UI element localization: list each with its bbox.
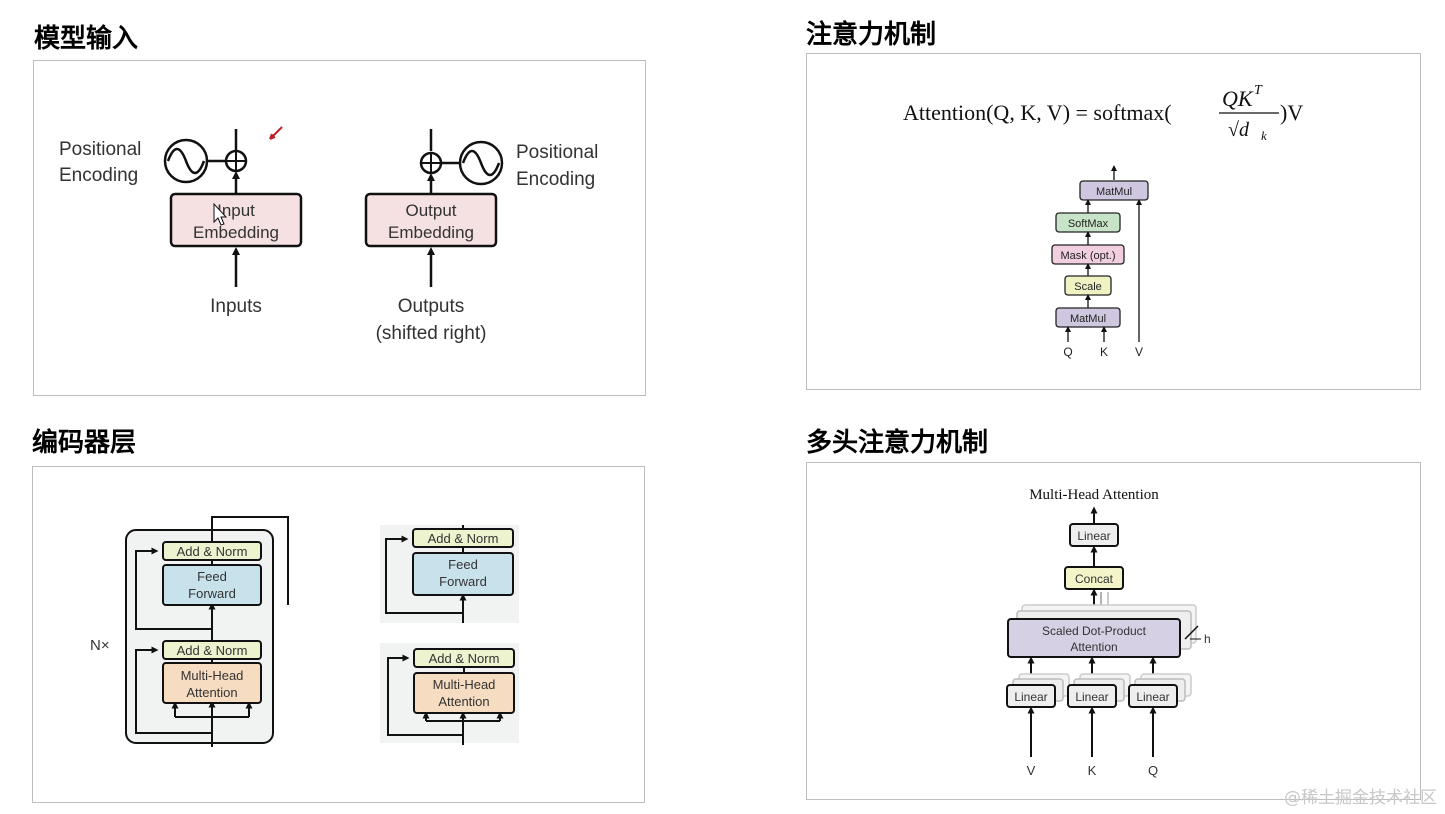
left-pe-label-line2: Encoding [59, 165, 138, 186]
nx-label: N× [90, 637, 110, 654]
formula-superscript: T [1254, 83, 1263, 98]
right-sine-wave-icon [458, 140, 504, 186]
matmul-bottom-label: MatMul [1070, 313, 1106, 325]
linear-k-label: Linear [1075, 690, 1108, 704]
pen-icon [269, 126, 283, 140]
formula-numerator: QK [1222, 86, 1254, 111]
formula-subscript: k [1261, 128, 1267, 143]
linear-q-label: Linear [1136, 690, 1169, 704]
heading-multihead-attention: 多头注意力机制 [806, 428, 989, 458]
sdpa-line2: Attention [1070, 640, 1117, 654]
input-embedding-line1: Input [217, 201, 255, 220]
matmul-bottom-block [1055, 307, 1121, 328]
attn-sublayer-add-norm [413, 648, 515, 668]
heading-attention: 注意力机制 [806, 20, 937, 50]
input-diagram: Positional Encoding Input Embedding Inpu… [59, 126, 598, 344]
output-embedding-line2: Embedding [388, 223, 474, 242]
attn-sublayer-add-norm-label: Add & Norm [429, 651, 500, 666]
ff-sublayer-add-norm-label: Add & Norm [428, 531, 499, 546]
encoder-block-outline [125, 529, 274, 744]
ff-sublayer-ff-line1: Feed [448, 557, 478, 572]
outputs-label-line1: Outputs [398, 296, 465, 317]
attn-sublayer-mha-line1: Multi-Head [433, 677, 496, 692]
concat-label: Concat [1075, 572, 1114, 586]
mha-input-v: V [1027, 763, 1036, 778]
panel-attention: Attention(Q, K, V) = softmax( QK T √d k … [806, 53, 1421, 390]
input-embedding-box [169, 192, 303, 248]
input-q-label: Q [1063, 345, 1072, 359]
encoder-ff-line1: Feed [197, 569, 227, 584]
encoder-mha-line2: Attention [186, 685, 237, 700]
mha-diagram-title: Multi-Head Attention [1029, 487, 1159, 503]
input-embedding-line2: Embedding [193, 223, 279, 242]
input-k-label: K [1100, 345, 1108, 359]
matmul-top-block [1079, 180, 1149, 201]
panel-multihead-attention: Multi-Head Attention Linear Concat Scale… [806, 462, 1421, 800]
encoder-diagram: N× Multi-Head Attention Add & Norm Feed … [90, 516, 519, 747]
panel-model-input: Positional Encoding Input Embedding Inpu… [33, 60, 646, 396]
input-v-label: V [1135, 345, 1143, 359]
attention-diagram: Attention(Q, K, V) = softmax( QK T √d k … [903, 83, 1303, 359]
mha-input-q: Q [1148, 763, 1158, 778]
matmul-top-label: MatMul [1096, 186, 1132, 198]
right-pe-label-line1: Positional [516, 142, 598, 163]
mha-input-k: K [1088, 763, 1097, 778]
right-pe-label-line2: Encoding [516, 169, 595, 190]
attn-sublayer-mha-line2: Attention [438, 694, 489, 709]
heading-model-input: 模型输入 [34, 24, 139, 54]
encoder-ff-line2: Forward [188, 586, 236, 601]
scale-label: Scale [1074, 281, 1102, 293]
mask-label: Mask (opt.) [1060, 250, 1115, 262]
panel-encoder-layer: N× Multi-Head Attention Add & Norm Feed … [32, 466, 645, 803]
ff-sublayer-ff-line2: Forward [439, 574, 487, 589]
formula-lhs: Attention(Q, K, V) = softmax( [903, 100, 1172, 125]
encoder-mha-line1: Multi-Head [181, 668, 244, 683]
outputs-label-line2: (shifted right) [376, 323, 487, 344]
sdpa-line1: Scaled Dot-Product [1042, 624, 1147, 638]
mouse-cursor-icon [213, 202, 228, 226]
formula-denominator: √d [1228, 119, 1250, 141]
h-label: h [1204, 632, 1211, 646]
left-pe-label-line1: Positional [59, 139, 141, 160]
formula-rhs: )V [1280, 100, 1303, 125]
output-embedding-box [364, 192, 498, 248]
softmax-label: SoftMax [1068, 218, 1109, 230]
multihead-diagram: Multi-Head Attention Linear Concat Scale… [1006, 487, 1211, 778]
watermark: @稀土掘金技术社区 [1284, 788, 1437, 808]
heading-encoder-layer: 编码器层 [32, 428, 137, 458]
encoder-add-norm-2-label: Add & Norm [177, 544, 248, 559]
final-linear-label: Linear [1077, 529, 1110, 543]
output-embedding-line1: Output [405, 201, 456, 220]
encoder-add-norm-1-label: Add & Norm [177, 643, 248, 658]
linear-v-label: Linear [1014, 690, 1047, 704]
inputs-label: Inputs [210, 296, 262, 317]
